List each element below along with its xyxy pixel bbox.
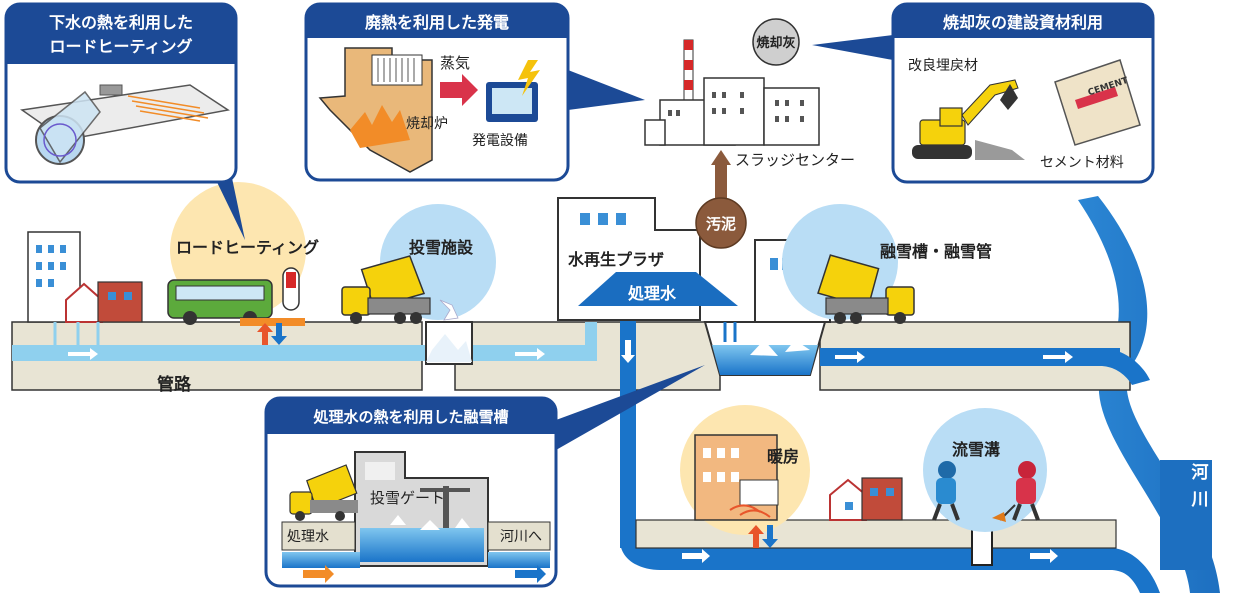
road-heating-area: ロードヒーティング xyxy=(167,182,319,345)
snow-channel-area: 流雪溝 xyxy=(829,408,1047,532)
panel-road-heating-title-1: 下水の熱を利用した xyxy=(49,13,193,32)
bus-icon xyxy=(167,279,273,325)
sludge-badge xyxy=(695,197,747,249)
cement-material-label: セメント材料 xyxy=(1040,155,1124,171)
panel-road-heating-title-2: ロードヒーティング xyxy=(49,37,192,56)
snow-channel-label: 流雪溝 xyxy=(952,440,1000,459)
snow-dumping-facility: 投雪施設 xyxy=(341,204,496,324)
dump-truck-small-icon xyxy=(289,464,358,521)
panel-waste-heat-power: 廃熱を利用した発電 焼却炉 蒸気 発電設備 xyxy=(304,2,570,182)
incineration-ash-label: 焼却灰 xyxy=(756,35,795,51)
generator-icon xyxy=(486,60,540,122)
sludge-center: スラッジセンター 焼却灰 汚泥 xyxy=(644,18,855,249)
left-town xyxy=(27,231,143,345)
dump-truck-icon xyxy=(341,255,431,324)
arrow-up-icon xyxy=(711,150,731,165)
snow-gate-label: 投雪ゲート xyxy=(370,489,445,507)
snow-dumping-label: 投雪施設 xyxy=(409,238,474,257)
excavator-icon xyxy=(912,79,1025,160)
river-label-2: 川 xyxy=(1191,490,1209,510)
panel-treated-water-label: 処理水 xyxy=(287,529,329,545)
heating-label: 暖房 xyxy=(767,447,799,466)
melting-tank-pipe-label: 融雪槽・融雪管 xyxy=(880,242,992,261)
road-heating-label: ロードヒーティング xyxy=(176,238,319,257)
melting-basin xyxy=(703,321,827,376)
person-shoveling-icon xyxy=(932,461,1040,522)
heating-building: 暖房 xyxy=(680,405,810,548)
to-river-label: 河川へ xyxy=(500,529,542,545)
sludge-label: 汚泥 xyxy=(706,215,736,233)
treated-water-roof-label: 処理水 xyxy=(628,284,677,303)
panel-melting-tank: 処理水の熱を利用した融雪槽 投雪ゲート 処理水 河川へ xyxy=(264,396,558,588)
cement-bag-icon: CEMENT xyxy=(1054,59,1141,146)
callout-tails xyxy=(215,35,893,450)
arrow-right-icon xyxy=(440,74,478,106)
panel-road-heating: 下水の熱を利用した ロードヒーティング xyxy=(4,2,238,184)
sludge-center-label: スラッジセンター xyxy=(735,151,855,169)
incineration-ash-badge xyxy=(752,18,800,66)
river: 河 川 xyxy=(1078,195,1233,593)
river-label-1: 河 xyxy=(1192,463,1209,483)
upper-ground: 管路 xyxy=(11,321,1150,395)
panel-ash-reuse: 焼却灰の建設資材利用 改良埋戻材 CEMENT セメント材料 xyxy=(891,2,1155,184)
incinerator-label: 焼却炉 xyxy=(406,116,448,132)
water-plaza-label: 水再生プラザ xyxy=(568,250,664,269)
incinerator-icon xyxy=(318,47,433,173)
dump-truck-right-icon xyxy=(817,254,915,324)
panel-ash-title: 焼却灰の建設資材利用 xyxy=(943,13,1103,32)
pipeline-label: 管路 xyxy=(157,374,192,395)
melting-tank-facility: 融雪槽・融雪管 xyxy=(782,204,992,324)
panel-power-title: 廃熱を利用した発電 xyxy=(365,13,509,32)
landfill-material-label: 改良埋戻材 xyxy=(908,58,978,74)
generator-label: 発電設備 xyxy=(472,133,528,149)
steam-label: 蒸気 xyxy=(440,54,470,72)
panel-melting-title: 処理水の熱を利用した融雪槽 xyxy=(312,408,508,426)
